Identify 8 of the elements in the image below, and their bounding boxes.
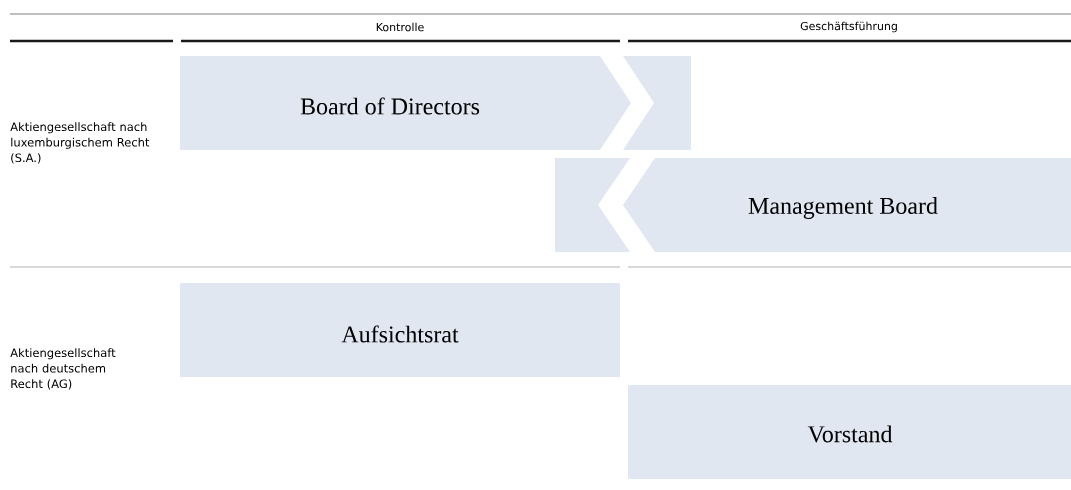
board-box: Aufsichtsrat <box>180 283 620 377</box>
column-heading: Geschäftsführung <box>800 21 897 33</box>
row-label: Aktiengesellschaft nach luxemburgischem Recht (S.A.) <box>10 122 150 164</box>
board-box: Management Board <box>555 158 1071 252</box>
board-box: Board of Directors <box>180 56 691 150</box>
row-label: Aktiengesellschaft nach deutschem Recht (AG) <box>10 348 116 390</box>
board-box: Vorstand <box>628 385 1071 479</box>
column-heading: Kontrolle <box>376 22 424 32</box>
